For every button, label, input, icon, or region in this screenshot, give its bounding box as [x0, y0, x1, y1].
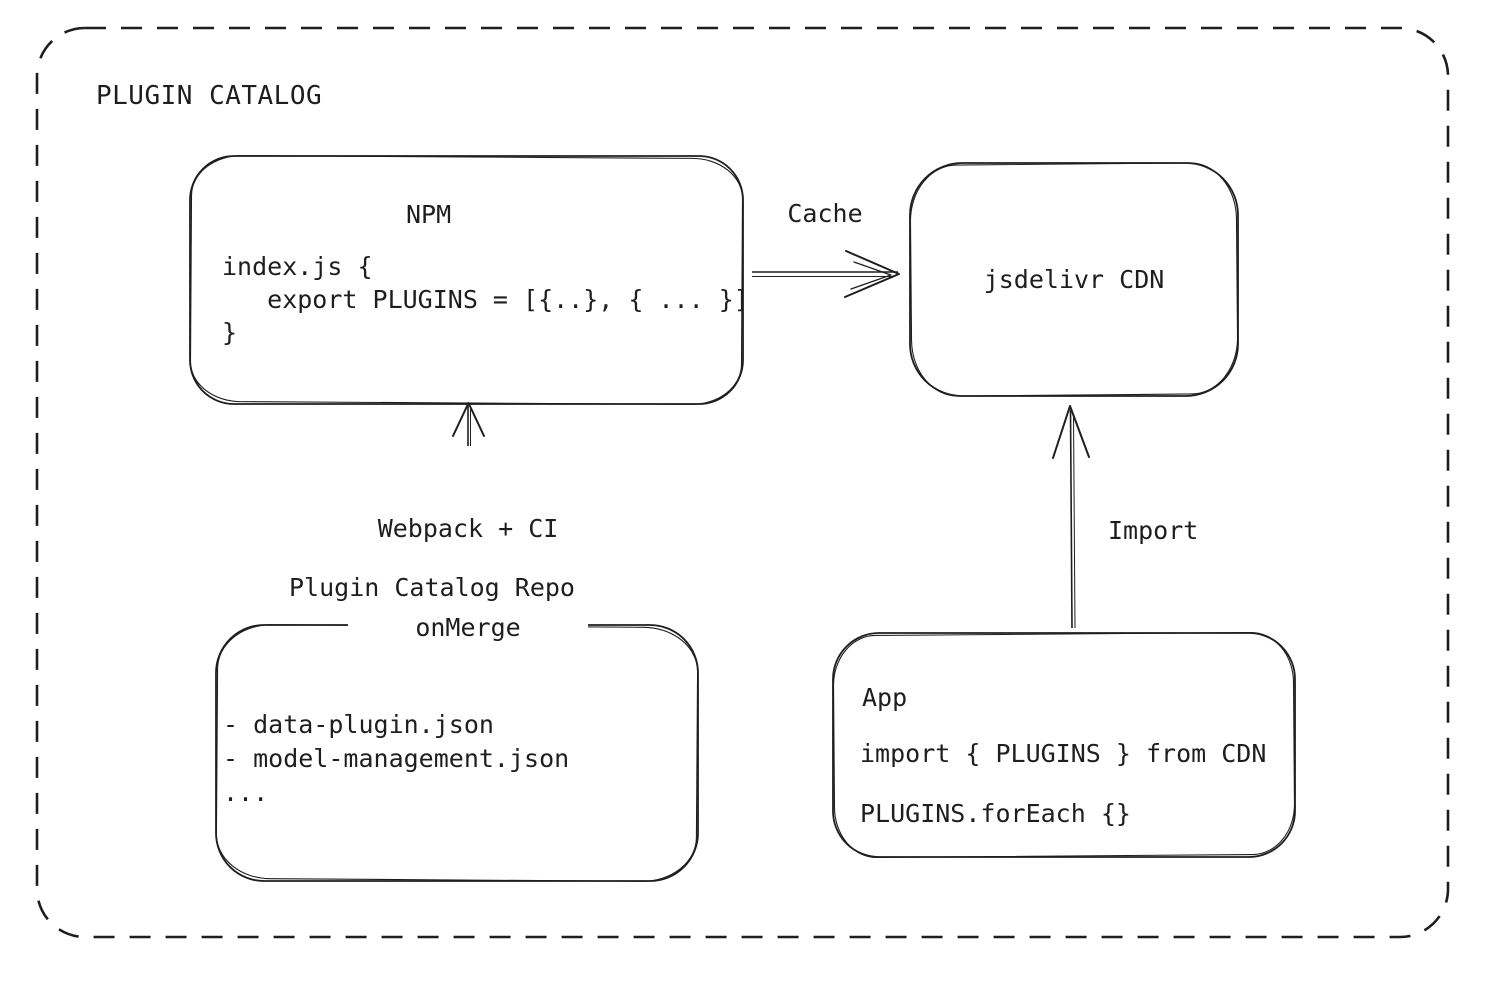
npm-code-line: index.js { [222, 252, 373, 281]
app-code-line: PLUGINS.forEach {} [860, 799, 1131, 828]
repo-file-item: - model-management.json [223, 744, 570, 773]
app-code-line: import { PLUGINS } from CDN [860, 739, 1267, 768]
repo-file-item: ... [223, 778, 269, 807]
npm-box [189, 155, 744, 405]
app-box-title: App [862, 683, 908, 712]
cache-arrow-label: Cache [787, 199, 863, 228]
app-box [832, 631, 1296, 859]
build-arrow-label-line: Webpack + CI [377, 514, 559, 543]
diagram-title: PLUGIN CATALOG [96, 81, 323, 111]
build-arrow-label-line: onMerge [415, 613, 521, 642]
repo-file-item: - data-plugin.json [223, 710, 494, 739]
npm-code-line: export PLUGINS = [{..}, { ... }] [222, 285, 749, 314]
cdn-box-title: jsdelivr CDN [983, 265, 1165, 294]
import-arrow [1052, 405, 1090, 629]
build-arrow-label: Webpack + CI onMerge [348, 446, 588, 710]
cache-arrow [752, 250, 900, 298]
import-arrow-label: Import [1108, 516, 1199, 545]
npm-box-title: NPM [406, 200, 452, 229]
cdn-box [909, 162, 1239, 397]
npm-code-block: index.js { export PLUGINS = [{..}, { ...… [222, 250, 749, 349]
catalog-boundary [35, 26, 1450, 939]
repo-title: Plugin Catalog Repo [289, 573, 575, 602]
npm-code-line: } [222, 318, 238, 347]
repo-file-list: - data-plugin.json - model-management.js… [223, 708, 569, 810]
